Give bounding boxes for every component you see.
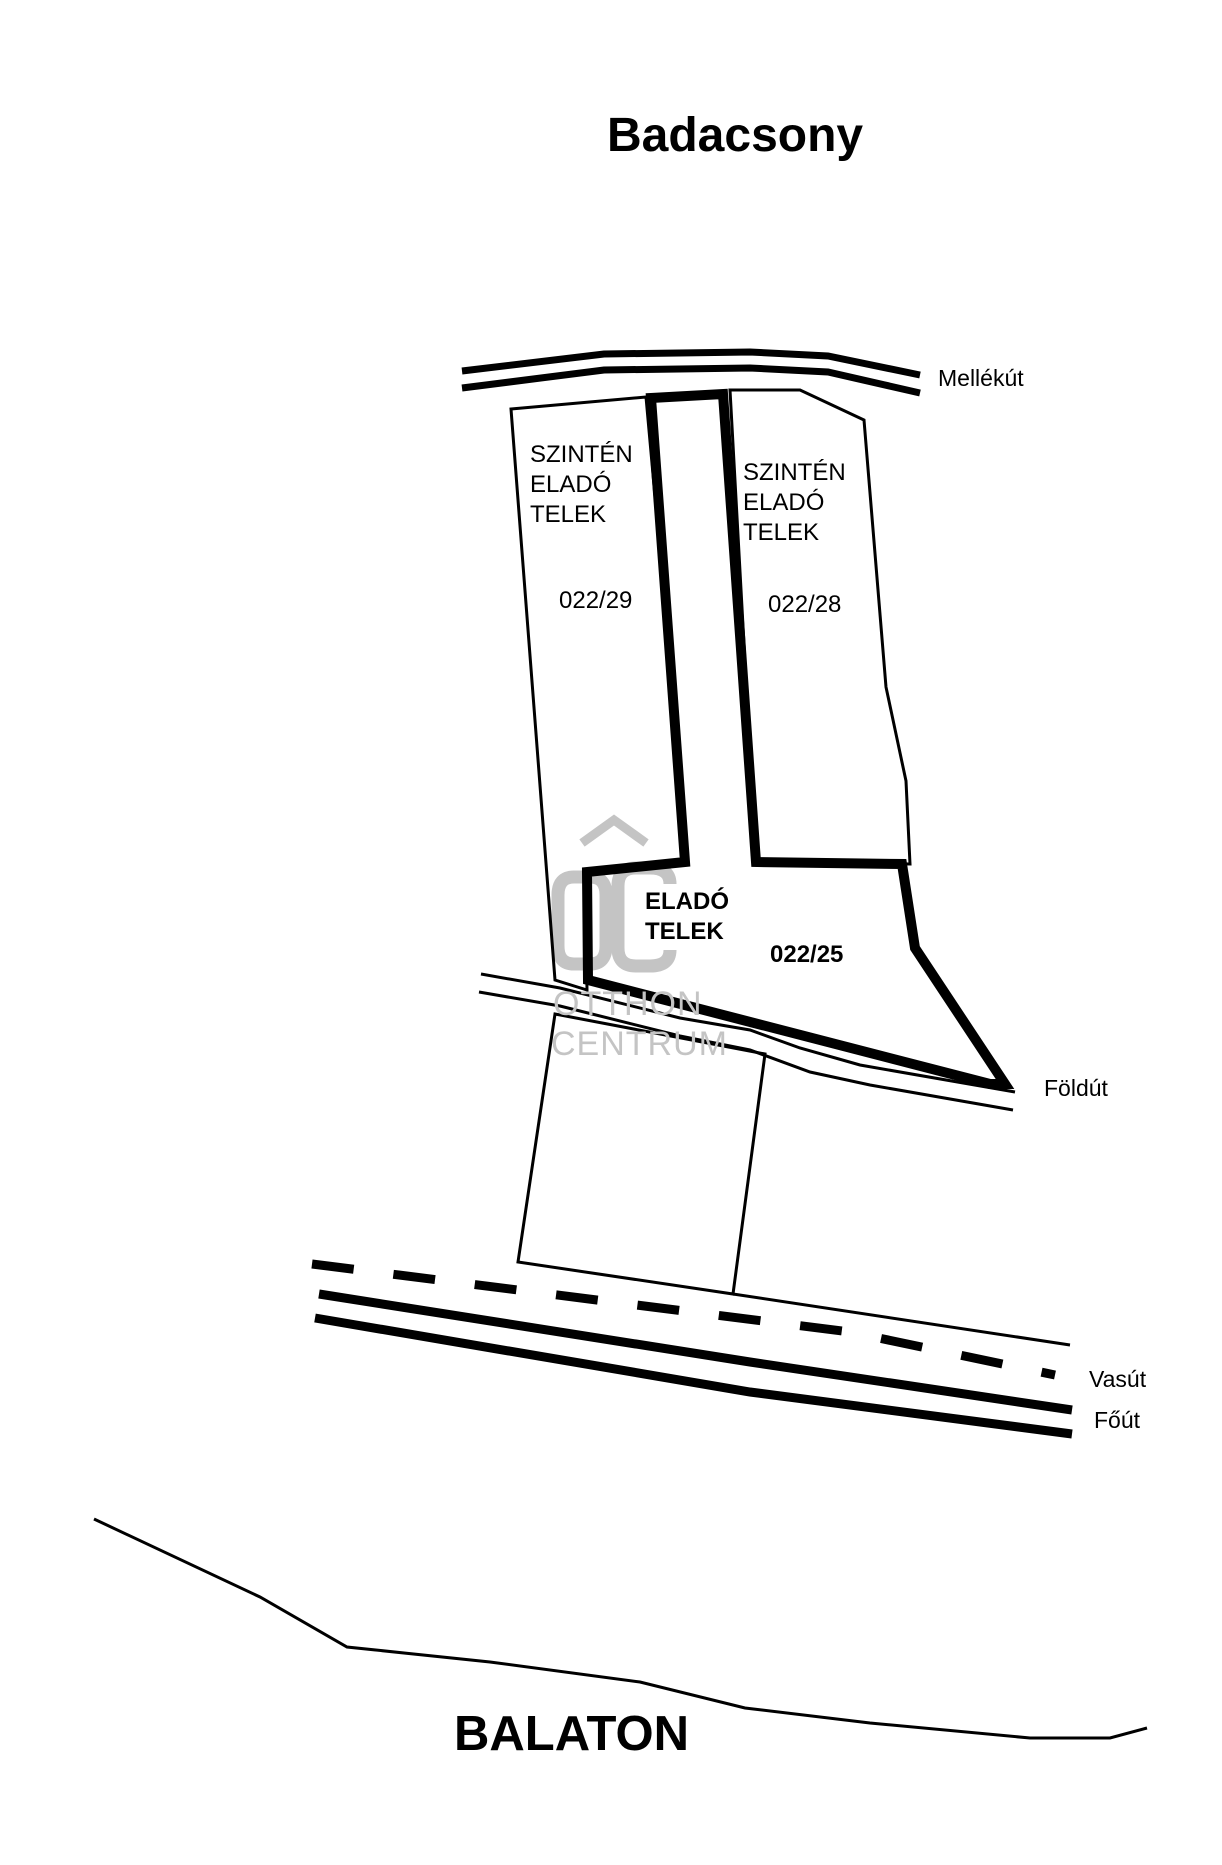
railway-label: Vasút <box>1089 1366 1147 1392</box>
parcel-022-25 <box>581 388 1015 1089</box>
railway <box>311 1259 1056 1380</box>
parcel-022-25-status: ELADÓ TELEK <box>645 888 729 945</box>
dirt-road-label: Földút <box>1044 1075 1108 1101</box>
side-road-label: Mellékút <box>938 365 1024 391</box>
parcel-022-28-status: SZINTÉN ELADÓ TELEK <box>743 459 846 546</box>
main-road <box>314 1289 1073 1439</box>
lake-shoreline <box>93 1517 1148 1740</box>
watermark-text-line2: CENTRUM <box>551 1025 728 1063</box>
parcel-022-25-number: 022/25 <box>770 941 844 968</box>
map-title: Badacsony <box>607 109 864 162</box>
main-road-label: Főút <box>1094 1407 1141 1433</box>
parcel-022-28-number: 022/28 <box>768 591 842 618</box>
railway-side-line <box>732 1292 1071 1347</box>
watermark-text-line1: OTTHON <box>553 985 703 1023</box>
parcel-022-29-number: 022/29 <box>559 587 633 614</box>
parcel-022-29-status: SZINTÉN ELADÓ TELEK <box>530 441 633 528</box>
watermark-roof-icon <box>579 814 649 847</box>
lake-label: BALATON <box>454 1707 689 1761</box>
side-road <box>461 348 921 397</box>
watermark-o-icon <box>551 870 613 971</box>
